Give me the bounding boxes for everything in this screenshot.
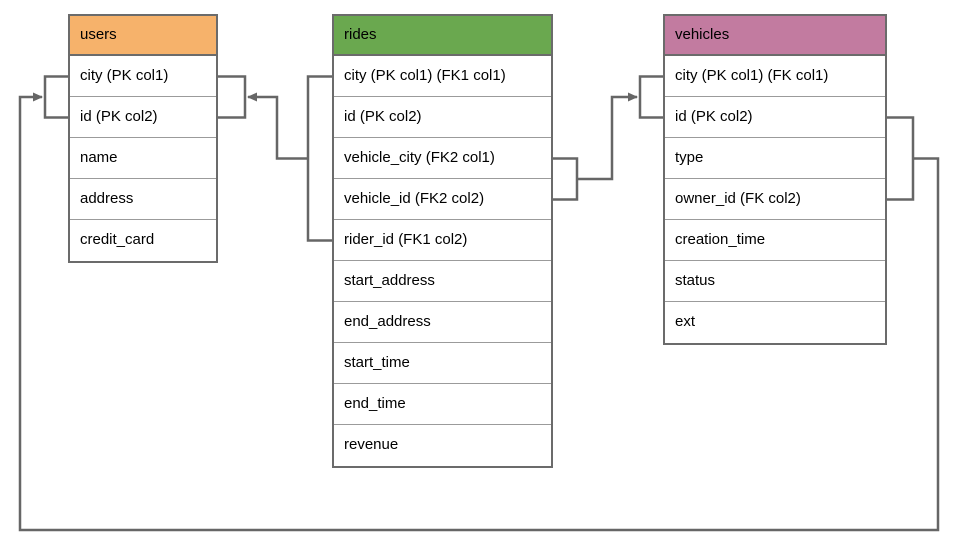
table-row: creation_time <box>665 220 885 261</box>
table-users-header: users <box>70 16 216 56</box>
vehicles-fk-bracket <box>887 116 915 201</box>
vehicles-to-users-link <box>18 92 940 532</box>
connector-rides-to-users <box>218 75 332 242</box>
table-row: name <box>70 138 216 179</box>
table-row: start_time <box>334 343 551 384</box>
rides-to-users-link <box>247 92 308 160</box>
table-vehicles: vehicles city (PK col1) (FK col1) id (PK… <box>663 14 887 345</box>
table-row: city (PK col1) (FK col1) <box>665 56 885 97</box>
table-row: credit_card <box>70 220 216 261</box>
table-vehicles-header: vehicles <box>665 16 885 56</box>
table-rides: rides city (PK col1) (FK1 col1) id (PK c… <box>332 14 553 468</box>
table-row: address <box>70 179 216 220</box>
users-pk-right-bracket <box>218 75 247 119</box>
vehicles-pk-left-bracket <box>638 75 663 119</box>
table-row: ext <box>665 302 885 343</box>
table-row: id (PK col2) <box>70 97 216 138</box>
table-row: vehicle_id (FK2 col2) <box>334 179 551 220</box>
rides-fk2-bracket <box>553 157 579 201</box>
table-row: id (PK col2) <box>334 97 551 138</box>
rides-to-vehicles-link <box>577 92 638 181</box>
table-users: users city (PK col1) id (PK col2) name a… <box>68 14 218 263</box>
table-rides-header: rides <box>334 16 551 56</box>
table-row: start_address <box>334 261 551 302</box>
table-row: rider_id (FK1 col2) <box>334 220 551 261</box>
users-pk-left-bracket <box>43 75 68 119</box>
rides-fk1-bracket <box>306 75 332 242</box>
table-row: city (PK col1) (FK1 col1) <box>334 56 551 97</box>
table-row: owner_id (FK col2) <box>665 179 885 220</box>
table-row: vehicle_city (FK2 col1) <box>334 138 551 179</box>
table-row: revenue <box>334 425 551 466</box>
table-row: city (PK col1) <box>70 56 216 97</box>
table-row: status <box>665 261 885 302</box>
connector-vehicles-to-users <box>18 75 940 532</box>
table-row: id (PK col2) <box>665 97 885 138</box>
table-row: end_address <box>334 302 551 343</box>
table-row: end_time <box>334 384 551 425</box>
table-row: type <box>665 138 885 179</box>
connector-rides-to-vehicles <box>553 75 663 201</box>
